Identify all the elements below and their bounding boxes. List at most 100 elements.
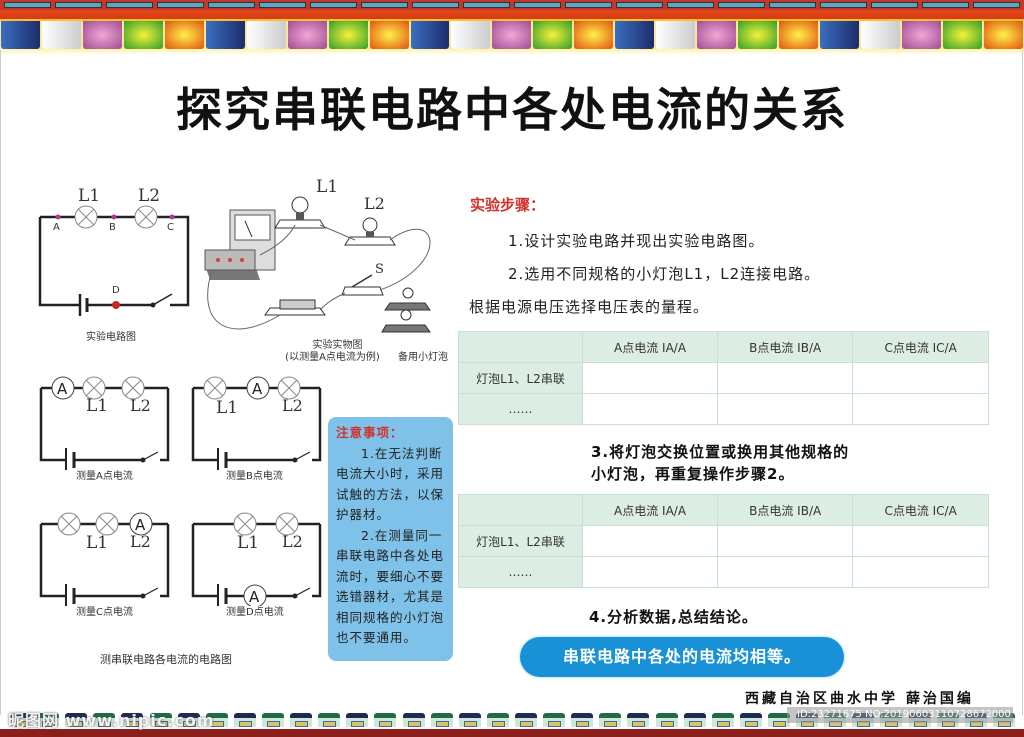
label-l2: L2 (282, 532, 303, 551)
top-decorative-border (0, 0, 1024, 52)
table-corner-cell (458, 494, 583, 526)
setup-caption-line2: (以测量A点电流为例) (285, 352, 380, 363)
border-glow (0, 49, 1024, 55)
page-title: 探究串联电路中各处电流的关系 (176, 83, 848, 137)
spare-bulbs-caption: 备用小灯泡 (398, 352, 448, 363)
caption-measure-d: 测量D点电流 (226, 607, 284, 618)
steps-heading: 实验步骤： (470, 196, 546, 214)
ammeter-icon (129, 512, 153, 536)
sub-circuit-measure-c: A (39, 512, 170, 606)
row-label: 灯泡L1、L2串联 (458, 362, 583, 394)
switch-icon (341, 274, 384, 296)
author-credit: 西藏自治区曲水中学 薛治国编 (745, 691, 974, 707)
notes-heading: 注意事项： (336, 425, 404, 440)
table-corner-cell (458, 331, 583, 363)
row-label: …… (458, 393, 583, 425)
ammeter-icon (51, 376, 75, 400)
label-l2: L2 (138, 186, 161, 206)
data-cell[interactable] (852, 525, 989, 557)
bulb-l1-icon (274, 196, 326, 229)
column-header-a: A点电流 IA/A (581, 494, 719, 526)
sub-circuits-group-caption: 测串联电路各电流的电路图 (100, 653, 232, 666)
data-cell[interactable] (581, 556, 719, 588)
svg-text:A: A (252, 380, 263, 398)
svg-text:A: A (249, 588, 260, 606)
sub-circuit-measure-b: A (191, 376, 322, 470)
border-pattern-row (0, 0, 1024, 10)
lamp-icon (277, 376, 301, 400)
label-l1: L1 (86, 396, 109, 416)
column-header-c: C点电流 IC/A (852, 494, 989, 526)
table-row: 灯泡L1、L2串联 (458, 525, 989, 557)
data-cell[interactable] (581, 362, 719, 394)
data-cell[interactable] (717, 556, 854, 588)
data-cell[interactable] (717, 393, 854, 425)
table-header-row: A点电流 IA/A B点电流 IB/A C点电流 IC/A (458, 494, 989, 526)
lamp-l1-icon (74, 205, 98, 229)
physical-setup-illustration (204, 196, 431, 333)
note-item-2: 2.在测量同一串联电路中各处电流时，要细心不要选错器材，尤其是相同规格的小灯泡也… (336, 527, 445, 646)
note-item-1: 1.在无法判断电流大小时，采用试触的方法，以保护器材。 (336, 445, 445, 523)
step-2-continued: 根据电源电压选择电压表的量程。 (469, 298, 710, 316)
lamp-icon (82, 376, 106, 400)
table-row: 灯泡L1、L2串联 (458, 362, 989, 394)
setup-label-switch: S (375, 262, 384, 277)
point-a-label: A (53, 222, 60, 233)
data-cell[interactable] (717, 362, 854, 394)
step-1: 1.设计实验电路并现出实验电路图。 (508, 232, 765, 250)
data-cell[interactable] (581, 393, 719, 425)
label-l2: L2 (130, 396, 151, 415)
main-circuit-caption: 实验电路图 (86, 332, 136, 343)
watermark-id: ID:23271675 NO:20190603110728672000 (787, 707, 1013, 723)
setup-label-l1: L1 (316, 177, 339, 197)
sub-circuit-measure-d: A (191, 512, 322, 606)
row-label: …… (458, 556, 583, 588)
notes-box: 注意事项： 1.在无法判断电流大小时，采用试触的方法，以保护器材。 2.在测量同… (328, 417, 453, 661)
lamp-icon (95, 512, 119, 536)
label-l2: L2 (282, 396, 303, 415)
table-row: …… (458, 556, 989, 588)
label-l2: L2 (130, 532, 151, 551)
table-header-row: A点电流 IA/A B点电流 IB/A C点电流 IC/A (458, 331, 989, 363)
svg-text:A: A (135, 516, 146, 534)
data-table-2: A点电流 IA/A B点电流 IB/A C点电流 IC/A 灯泡L1、L2串联 … (458, 494, 989, 588)
data-cell[interactable] (717, 525, 854, 557)
lamp-icon (275, 512, 299, 536)
data-cell[interactable] (581, 525, 719, 557)
data-cell[interactable] (852, 362, 989, 394)
column-header-c: C点电流 IC/A (852, 331, 989, 363)
setup-caption-line1: 实验实物图 (312, 340, 363, 351)
lamp-icon (57, 512, 81, 536)
column-header-b: B点电流 IB/A (717, 331, 854, 363)
lamp-l2-icon (134, 205, 158, 229)
battery-holder-icon (264, 299, 326, 316)
conclusion-banner: 串联电路中各处的电流均相等。 (520, 637, 844, 677)
step-3-line-2: 小灯泡，再重复操作步骤2。 (591, 465, 795, 483)
point-d-label: D (112, 285, 120, 296)
label-l1: L1 (78, 186, 101, 206)
column-header-a: A点电流 IA/A (581, 331, 719, 363)
lamp-icon (203, 376, 227, 400)
ammeter-device-icon (204, 209, 276, 280)
label-l1: L1 (237, 533, 260, 553)
data-cell[interactable] (852, 393, 989, 425)
caption-measure-b: 测量B点电流 (226, 471, 283, 482)
lamp-icon (121, 376, 145, 400)
point-c-label: C (167, 222, 174, 233)
data-cell[interactable] (852, 556, 989, 588)
table-row: …… (458, 393, 989, 425)
bulb-l2-icon (344, 217, 396, 246)
border-color-tabs (0, 21, 1024, 49)
point-b-label: B (109, 222, 116, 233)
ammeter-icon (243, 584, 267, 606)
setup-label-l2: L2 (364, 194, 385, 213)
border-ornament-row (0, 10, 1024, 21)
label-l1: L1 (86, 533, 109, 553)
ammeter-icon (246, 376, 270, 400)
step-4: 4.分析数据,总结结论。 (589, 608, 758, 626)
watermark-left: 昵图网 www.nipic.com (8, 711, 215, 730)
column-header-b: B点电流 IB/A (717, 494, 854, 526)
right-edge-line (1022, 50, 1023, 715)
svg-text:A: A (57, 380, 68, 398)
caption-measure-a: 测量A点电流 (76, 471, 133, 482)
